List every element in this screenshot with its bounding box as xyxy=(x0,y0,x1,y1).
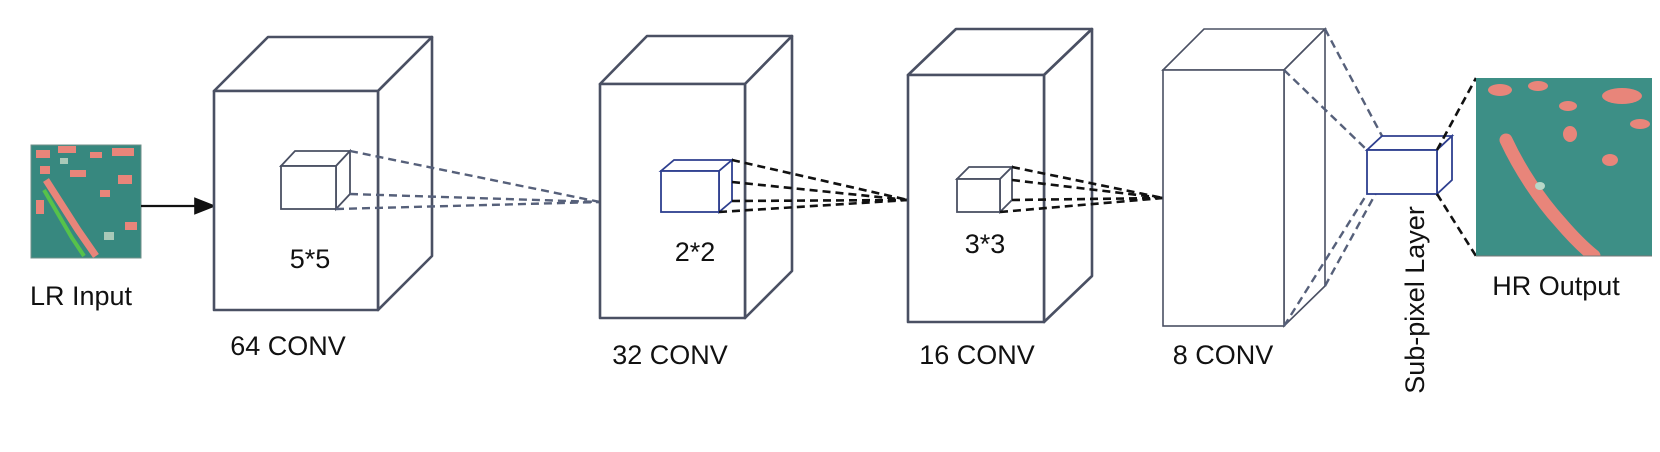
kernel-cube-3 xyxy=(954,164,1015,215)
conv-block-8 xyxy=(1161,27,1327,328)
connection-4-to-subpixel xyxy=(1282,28,1384,327)
subpixel-cube xyxy=(1364,133,1455,197)
subpixel-layer-label: Sub-pixel Layer xyxy=(1400,206,1430,394)
layer-64-kernel-label: 5*5 xyxy=(290,244,331,274)
kernel-cube-2 xyxy=(658,158,735,214)
conv-block-16 xyxy=(906,27,1094,324)
layer-32-kernel-label: 2*2 xyxy=(675,237,716,267)
conv-block-32 xyxy=(598,34,794,320)
connection-subpixel-to-output xyxy=(1435,77,1478,257)
kernel-cube-1 xyxy=(278,148,353,212)
layer-16-label: 16 CONV xyxy=(919,340,1035,370)
layer-64-label: 64 CONV xyxy=(230,331,346,361)
connection-3-to-4 xyxy=(999,165,1164,214)
layer-16-kernel-label: 3*3 xyxy=(965,229,1006,259)
layer-32-label: 32 CONV xyxy=(612,340,728,370)
lr-input-image xyxy=(31,145,141,258)
hr-output-image xyxy=(1476,78,1652,256)
hr-output-label: HR Output xyxy=(1492,271,1620,301)
connection-2-to-3 xyxy=(718,158,909,214)
connection-1-to-2 xyxy=(335,149,601,211)
layer-8-label: 8 CONV xyxy=(1173,340,1274,370)
lr-input-label: LR Input xyxy=(30,281,133,311)
